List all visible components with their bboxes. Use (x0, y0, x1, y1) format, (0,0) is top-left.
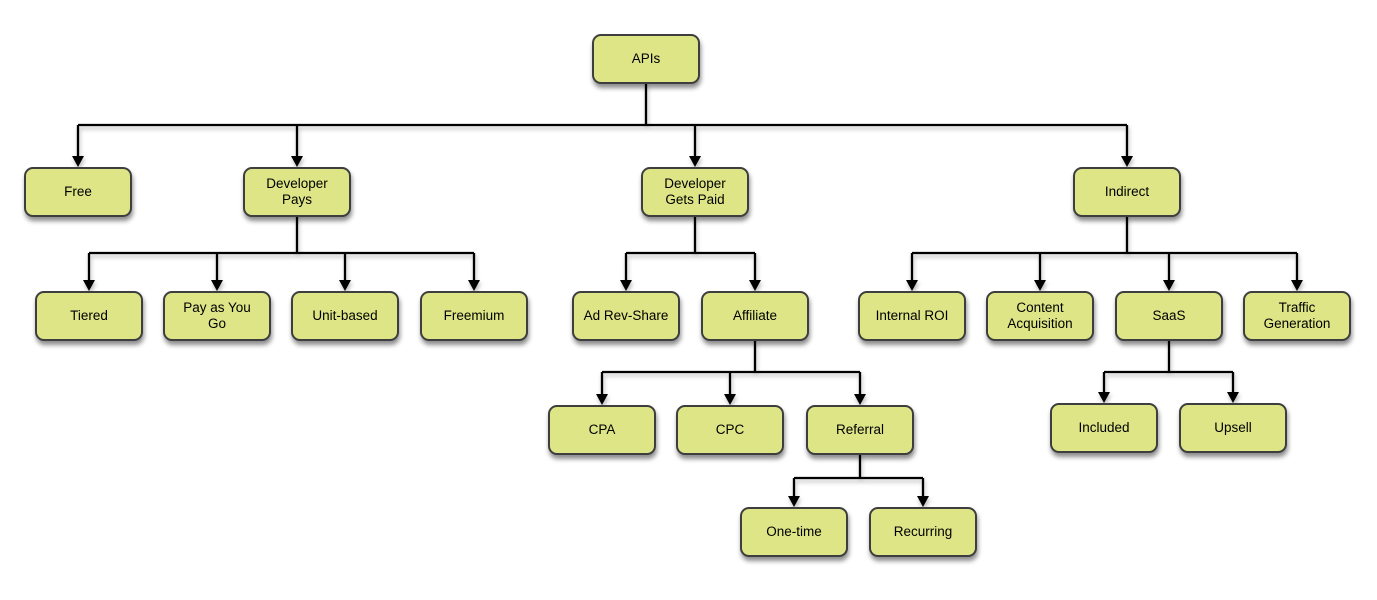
edge-apis-children (76, 84, 1129, 158)
node-indirect: Indirect (1073, 167, 1181, 217)
arrow-down-icon (83, 280, 95, 291)
node-pay-as-you-go: Pay as You Go (163, 291, 271, 341)
arrow-down-icon (291, 156, 303, 167)
node-developer-pays: Developer Pays (243, 167, 351, 217)
node-label: Content Acquisition (1007, 299, 1073, 331)
node-upsell: Upsell (1179, 403, 1287, 453)
node-apis: APIs (592, 34, 700, 84)
node-content-acquisition: Content Acquisition (986, 291, 1094, 341)
arrow-down-icon (620, 280, 632, 291)
node-referral: Referral (806, 405, 914, 455)
node-label: Recurring (893, 523, 953, 539)
node-included: Included (1050, 403, 1158, 453)
node-label: Traffic Generation (1263, 299, 1331, 331)
node-freemium: Freemium (420, 291, 528, 341)
node-cpa: CPA (548, 405, 656, 455)
node-label: One-time (766, 523, 822, 539)
arrow-down-icon (596, 394, 608, 405)
edge-saas-children (1102, 341, 1235, 393)
node-affiliate: Affiliate (701, 291, 809, 341)
node-label: Freemium (443, 307, 505, 323)
arrow-down-icon (468, 280, 480, 291)
arrow-down-icon (1121, 156, 1133, 167)
node-unit-based: Unit-based (291, 291, 399, 341)
arrow-down-icon (211, 280, 223, 291)
arrow-down-icon (339, 280, 351, 291)
node-label: Tiered (70, 307, 108, 323)
node-one-time: One-time (740, 507, 848, 557)
node-label: Pay as You Go (183, 299, 251, 331)
edge-indirect-children (910, 217, 1299, 282)
node-traffic-generation: Traffic Generation (1243, 291, 1351, 341)
arrow-down-icon (1291, 280, 1303, 291)
node-saas: SaaS (1115, 291, 1223, 341)
edge-developer-gets-paid-children (624, 217, 757, 282)
node-label: Indirect (1104, 183, 1150, 199)
node-label: Affiliate (732, 307, 778, 323)
node-label: Ad Rev-Share (583, 307, 669, 323)
node-developer-gets-paid: Developer Gets Paid (641, 167, 749, 217)
node-label: Developer Gets Paid (664, 175, 726, 207)
arrow-down-icon (689, 156, 701, 167)
node-label: APIs (631, 50, 661, 66)
node-label: Internal ROI (875, 307, 949, 323)
node-label: Upsell (1214, 419, 1252, 435)
node-cpc: CPC (676, 405, 784, 455)
arrow-down-icon (749, 280, 761, 291)
arrow-down-icon (72, 156, 84, 167)
node-label: SaaS (1152, 307, 1186, 323)
arrow-down-icon (854, 394, 866, 405)
node-label: CPA (588, 421, 616, 437)
arrow-down-icon (724, 394, 736, 405)
edge-affiliate-children (600, 341, 862, 396)
node-label: Free (64, 183, 92, 199)
node-label: Included (1078, 419, 1130, 435)
node-tiered: Tiered (35, 291, 143, 341)
arrow-down-icon (1098, 392, 1110, 403)
node-label: Unit-based (312, 307, 378, 323)
edge-referral-children (792, 455, 925, 497)
arrow-down-icon (1227, 392, 1239, 403)
arrow-down-icon (1034, 280, 1046, 291)
edge-developer-pays-children (87, 217, 476, 282)
node-free: Free (24, 167, 132, 217)
arrow-down-icon (788, 496, 800, 507)
node-ad-rev-share: Ad Rev-Share (572, 291, 680, 341)
node-internal-roi: Internal ROI (858, 291, 966, 341)
arrow-down-icon (917, 496, 929, 507)
node-recurring: Recurring (869, 507, 977, 557)
node-label: Referral (835, 421, 884, 437)
arrow-down-icon (906, 280, 918, 291)
node-label: CPC (715, 421, 745, 437)
arrow-down-icon (1163, 280, 1175, 291)
node-label: Developer Pays (266, 175, 328, 207)
